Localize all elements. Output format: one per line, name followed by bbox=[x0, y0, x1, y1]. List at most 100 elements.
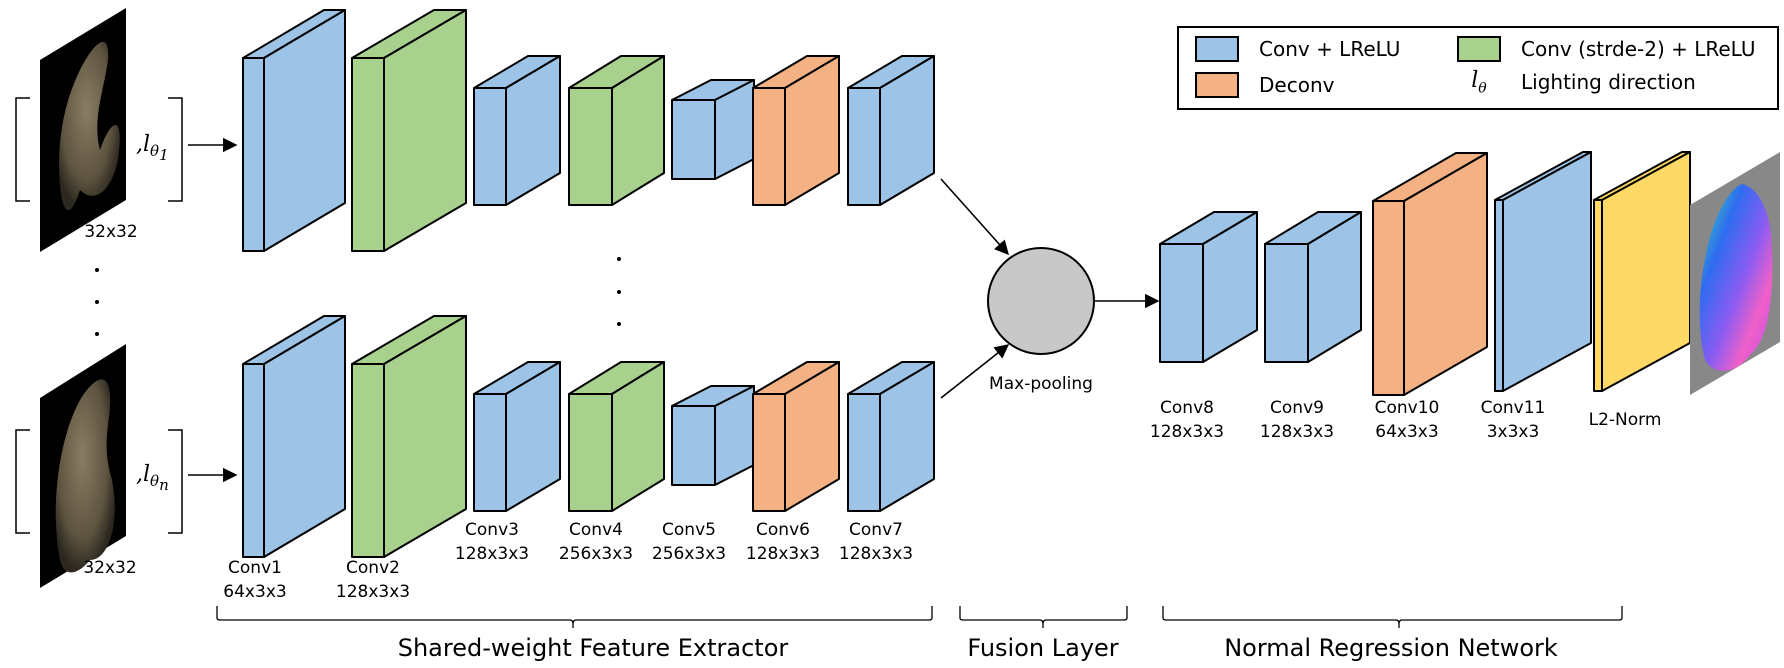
layer-label-conv4: Conv4 256x3x3 bbox=[559, 518, 633, 566]
layer-block-conv8 bbox=[1159, 211, 1258, 363]
ellipsis-dots-branches bbox=[617, 257, 621, 326]
layer-label-l2norm: L2-Norm bbox=[1589, 408, 1662, 432]
block-front-face bbox=[1159, 243, 1204, 363]
layer-params: 128x3x3 bbox=[1149, 422, 1225, 442]
lighting-symbol: lθ bbox=[1457, 68, 1501, 96]
layer-name: Conv10 bbox=[1374, 398, 1440, 418]
block-front-face bbox=[752, 393, 786, 512]
block-front-face bbox=[242, 57, 265, 252]
block-front-face bbox=[1494, 199, 1504, 392]
lighting-sub-n: θ bbox=[150, 472, 160, 491]
layer-params: 256x3x3 bbox=[651, 544, 727, 564]
block-front-face bbox=[847, 87, 881, 206]
lighting-symbol-n: l bbox=[143, 462, 151, 487]
group-title-fusion-layer: Fusion Layer bbox=[967, 634, 1119, 662]
legend-label: Conv + LReLU bbox=[1259, 37, 1401, 61]
layer-block-bottom-conv2 bbox=[351, 315, 467, 558]
layer-block-bottom-conv3 bbox=[473, 361, 561, 512]
layer-block-bottom-conv7 bbox=[847, 361, 935, 512]
legend-label: Deconv bbox=[1259, 73, 1335, 97]
block-front-face bbox=[473, 87, 507, 206]
layer-name: Conv8 bbox=[1160, 398, 1214, 418]
max-pooling-label: Max-pooling bbox=[989, 374, 1093, 394]
legend-item-conv-stride2: Conv (strde-2) + LReLU bbox=[1457, 36, 1755, 62]
layer-block-conv9 bbox=[1264, 211, 1362, 363]
layer-label-conv9: Conv9 128x3x3 bbox=[1260, 396, 1334, 444]
input-image-1 bbox=[40, 8, 126, 252]
layer-block-bottom-conv1 bbox=[242, 315, 346, 558]
layer-name: Conv7 bbox=[849, 520, 903, 540]
layer-params: 256x3x3 bbox=[558, 544, 634, 564]
input-bracket-1 bbox=[15, 97, 183, 202]
layer-block-top-conv6 bbox=[752, 55, 840, 206]
layer-name: Conv9 bbox=[1270, 398, 1324, 418]
layer-name: L2-Norm bbox=[1588, 410, 1662, 430]
input-size-label-1: 32x32 bbox=[84, 222, 138, 242]
layer-block-top-conv4 bbox=[568, 55, 665, 206]
lighting-symbol-1: l bbox=[143, 132, 151, 157]
group-title-normal-regression: Normal Regression Network bbox=[1224, 634, 1558, 662]
legend-item-lighting-direction: lθ Lighting direction bbox=[1457, 68, 1696, 96]
layer-block-l2-norm bbox=[1593, 151, 1691, 392]
layer-label-conv3: Conv3 128x3x3 bbox=[455, 518, 529, 566]
layer-block-conv11 bbox=[1494, 151, 1592, 392]
layer-label-conv8: Conv8 128x3x3 bbox=[1150, 396, 1224, 444]
block-front-face bbox=[847, 393, 881, 512]
layer-block-bottom-conv6 bbox=[752, 361, 840, 512]
layer-block-top-conv2 bbox=[351, 9, 467, 252]
brace-fusion-layer bbox=[959, 606, 1128, 628]
legend-swatch-conv-stride2 bbox=[1457, 36, 1501, 62]
group-title-feature-extractor: Shared-weight Feature Extractor bbox=[397, 634, 789, 662]
block-front-face bbox=[1264, 243, 1309, 363]
block-front-face bbox=[351, 57, 385, 252]
layer-block-bottom-conv5 bbox=[671, 385, 755, 486]
input-size-label-2: 32x32 bbox=[83, 558, 137, 578]
block-front-face bbox=[351, 363, 385, 558]
legend-swatch-conv-lrelu bbox=[1195, 36, 1239, 62]
layer-params: 128x3x3 bbox=[335, 582, 411, 602]
layer-block-bottom-conv4 bbox=[568, 361, 665, 512]
lighting-symbol-l: l bbox=[1471, 68, 1479, 93]
block-front-face bbox=[671, 99, 716, 180]
layer-block-top-conv7 bbox=[847, 55, 935, 206]
layer-params: 128x3x3 bbox=[1259, 422, 1335, 442]
block-front-face bbox=[752, 87, 786, 206]
layer-block-top-conv5 bbox=[671, 79, 755, 180]
legend-label: Lighting direction bbox=[1521, 70, 1696, 95]
block-front-face bbox=[568, 393, 613, 512]
lighting-direction-n: ,lθn bbox=[136, 462, 169, 495]
input-image-2 bbox=[40, 344, 126, 588]
layer-block-conv10 bbox=[1372, 152, 1488, 396]
lighting-direction-1: ,lθ1 bbox=[136, 132, 169, 165]
layer-params: 128x3x3 bbox=[454, 544, 530, 564]
block-front-face bbox=[568, 87, 613, 206]
legend-swatch-deconv bbox=[1195, 72, 1239, 98]
legend-label: Conv (strde-2) + LReLU bbox=[1521, 37, 1756, 61]
ellipsis-dots-inputs bbox=[95, 268, 99, 336]
branch-n-to-maxpool-arrow bbox=[940, 344, 1010, 399]
layer-block-top-conv3 bbox=[473, 55, 561, 206]
lighting-symbol-theta: θ bbox=[1478, 80, 1487, 97]
layer-name: Conv3 bbox=[465, 520, 519, 540]
layer-name: Conv5 bbox=[662, 520, 716, 540]
layer-params: 64x3x3 bbox=[223, 582, 287, 602]
block-front-face bbox=[671, 405, 716, 486]
layer-name: Conv4 bbox=[569, 520, 623, 540]
input-bracket-2 bbox=[15, 429, 183, 534]
brace-normal-regression bbox=[1162, 606, 1623, 628]
layer-name: Conv11 bbox=[1480, 398, 1546, 418]
max-pooling-node bbox=[987, 247, 1095, 355]
block-front-face bbox=[1593, 199, 1603, 392]
legend-item-deconv: Deconv bbox=[1195, 72, 1334, 98]
legend: Conv + LReLU Conv (strde-2) + LReLU Deco… bbox=[1177, 26, 1779, 110]
normal-map-output bbox=[1690, 152, 1780, 395]
brace-feature-extractor bbox=[216, 606, 933, 628]
branch-1-to-maxpool-arrow bbox=[940, 178, 1009, 256]
